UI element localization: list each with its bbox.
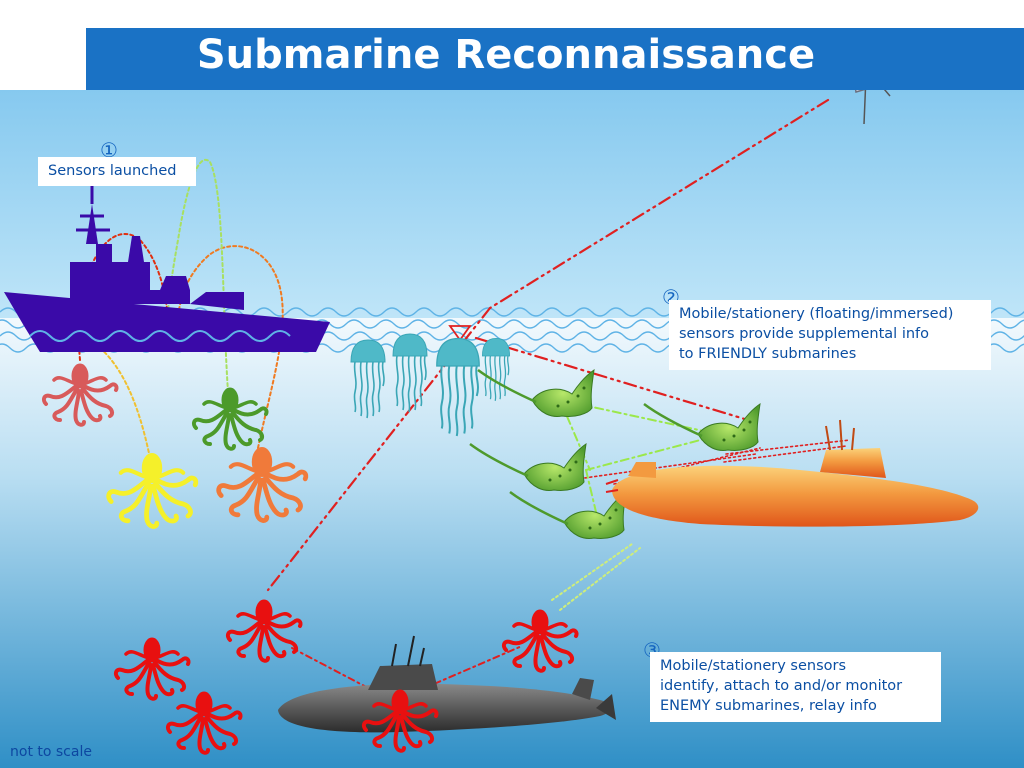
buoy-to-manta-link xyxy=(474,336,750,422)
step-1-text: Sensors launched xyxy=(48,163,177,179)
step-2-line: to FRIENDLY submarines xyxy=(679,346,857,362)
launch-arc-green xyxy=(167,158,229,393)
satellite-link-to-enemy-sensor xyxy=(266,306,492,592)
step-3-line: identify, attach to and/or monitor xyxy=(660,678,903,694)
step-3-callout: Mobile/stationery sensors identify, atta… xyxy=(650,652,941,722)
scale-note: not to scale xyxy=(10,744,92,760)
page-title: Submarine Reconnaissance xyxy=(196,32,816,78)
manta-link-3 xyxy=(585,437,709,471)
antenna-link-2 xyxy=(723,445,847,463)
sky-background xyxy=(0,90,1024,318)
manta-link-4 xyxy=(585,469,597,513)
title-bar xyxy=(86,28,1024,90)
step-2-callout: Mobile/stationery (floating/immersed) se… xyxy=(669,300,991,370)
warship-icon xyxy=(4,186,330,352)
step-2-line: sensors provide supplemental info xyxy=(679,326,930,342)
enemy-sub-to-sensor-link-right xyxy=(419,645,523,691)
sensor-link-to-friendly-sub-2 xyxy=(559,547,641,611)
satellite-link-to-ship-sensor xyxy=(488,98,830,310)
step-3-line: Mobile/stationery sensors xyxy=(660,658,847,674)
antenna-link-1 xyxy=(725,439,851,455)
sensor-link-to-friendly-sub xyxy=(551,543,633,601)
step-1-number: ① xyxy=(100,138,118,162)
friendly-sub-downlink-2 xyxy=(569,453,757,481)
enemy-submarine-icon xyxy=(278,635,616,733)
step-3-line: ENEMY submarines, relay info xyxy=(660,698,877,714)
step-2-line: Mobile/stationery (floating/immersed) xyxy=(679,306,954,322)
enemy-sensor-to-sub-link-left xyxy=(291,647,373,691)
friendly-submarine-icon xyxy=(605,419,979,527)
launch-arc-orange xyxy=(177,245,284,449)
step-1-callout: Sensors launched xyxy=(38,157,196,186)
